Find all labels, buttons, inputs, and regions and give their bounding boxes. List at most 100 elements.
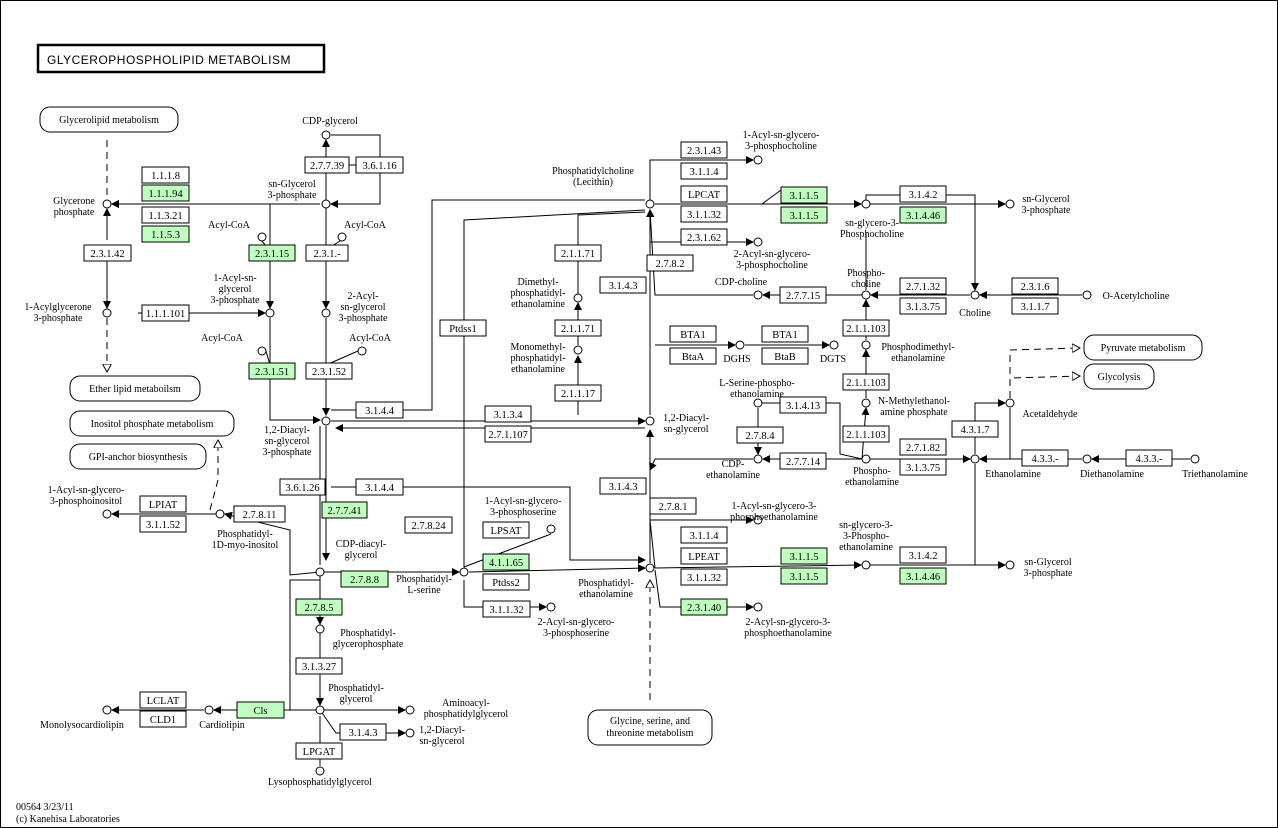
enzyme-3-1-1-32[interactable]: 3.1.1.32 — [482, 600, 531, 618]
compound-node[interactable] — [405, 728, 415, 738]
compound-node[interactable] — [645, 199, 655, 209]
compound-node[interactable] — [204, 705, 214, 715]
enzyme-3-1-1-4[interactable]: 3.1.1.4 — [680, 162, 728, 180]
enzyme-lpiat[interactable]: LPIAT — [139, 495, 187, 513]
enzyme-ptdss2[interactable]: Ptdss2 — [482, 573, 530, 591]
compound-node[interactable] — [315, 766, 325, 776]
compound-node[interactable] — [546, 524, 556, 534]
compound-node[interactable] — [861, 199, 871, 209]
enzyme-3-1-1-5[interactable]: 3.1.1.5 — [780, 547, 828, 565]
compound-node[interactable] — [861, 398, 871, 408]
compound-node[interactable] — [735, 340, 745, 350]
enzyme-2-3-1-62[interactable]: 2.3.1.62 — [680, 228, 728, 246]
enzyme-2-3-1-15[interactable]: 2.3.1.15 — [248, 244, 296, 262]
compound-node[interactable] — [1005, 199, 1015, 209]
compound-node[interactable] — [970, 454, 980, 464]
enzyme-3-1-1-32[interactable]: 3.1.1.32 — [680, 205, 728, 223]
compound-node[interactable] — [321, 130, 331, 140]
compound-node[interactable] — [102, 199, 112, 209]
compound-node[interactable] — [753, 237, 763, 247]
enzyme-lclat[interactable]: LCLAT — [139, 691, 187, 709]
enzyme-4-3-1-7[interactable]: 4.3.1.7 — [951, 420, 999, 438]
map-ether[interactable]: Ether lipid metaboilsm — [69, 375, 201, 402]
enzyme-2-7-8-4[interactable]: 2.7.8.4 — [736, 426, 784, 444]
enzyme-3-1-4-46[interactable]: 3.1.4.46 — [899, 206, 947, 224]
map-inositol[interactable]: Inositol phosphate metabolism — [69, 410, 235, 437]
enzyme-3-1-3-4[interactable]: 3.1.3.4 — [484, 405, 532, 423]
enzyme-2-1-1-17[interactable]: 2.1.1.17 — [554, 384, 602, 402]
enzyme-2-7-1-107[interactable]: 2.7.1.107 — [484, 425, 532, 443]
enzyme-3-1-4-3[interactable]: 3.1.4.3 — [599, 477, 647, 495]
map-glycerolipid[interactable]: Glycerolipid metabolism — [39, 106, 179, 133]
enzyme-cld1[interactable]: CLD1 — [139, 710, 187, 728]
compound-node[interactable] — [257, 232, 267, 242]
enzyme-3-1-3-75[interactable]: 3.1.3.75 — [899, 297, 947, 315]
enzyme-lpeat[interactable]: LPEAT — [680, 547, 728, 565]
enzyme-2-3-1-42[interactable]: 2.3.1.42 — [83, 244, 132, 262]
compound-node[interactable] — [1082, 454, 1092, 464]
compound-node[interactable] — [573, 293, 583, 303]
enzyme-3-1-1-5[interactable]: 3.1.1.5 — [780, 206, 828, 224]
enzyme-1-1-1-8[interactable]: 1.1.1.8 — [141, 166, 190, 184]
enzyme-2-3-1-52[interactable]: 2.3.1.52 — [305, 362, 353, 380]
enzyme-3-1-1-5[interactable]: 3.1.1.5 — [780, 567, 828, 585]
compound-node[interactable] — [315, 705, 325, 715]
enzyme-3-1-4-46[interactable]: 3.1.4.46 — [899, 567, 947, 585]
compound-node[interactable] — [861, 560, 871, 570]
compound-node[interactable] — [861, 340, 871, 350]
enzyme-2-7-8-1[interactable]: 2.7.8.1 — [649, 497, 697, 515]
compound-node[interactable] — [257, 346, 267, 356]
map-pyruvate[interactable]: Pyruvate metabolism — [1083, 334, 1203, 361]
compound-node[interactable] — [321, 416, 331, 426]
compound-node[interactable] — [337, 232, 347, 242]
enzyme-3-1-4-2[interactable]: 3.1.4.2 — [899, 185, 947, 203]
enzyme-2-1-1-71[interactable]: 2.1.1.71 — [554, 319, 602, 337]
enzyme-4-3-3--[interactable]: 4.3.3.- — [1021, 449, 1069, 467]
compound-node[interactable] — [215, 509, 225, 519]
enzyme-3-1-1-5[interactable]: 3.1.1.5 — [780, 186, 828, 204]
compound-node[interactable] — [970, 290, 980, 300]
enzyme-2-3-1-6[interactable]: 2.3.1.6 — [1011, 277, 1059, 295]
compound-node[interactable] — [315, 567, 325, 577]
enzyme-2-7-7-15[interactable]: 2.7.7.15 — [779, 286, 827, 304]
enzyme-bta1[interactable]: BTA1 — [669, 325, 717, 343]
compound-node[interactable] — [405, 705, 415, 715]
enzyme-2-3-1-43[interactable]: 2.3.1.43 — [680, 141, 728, 159]
compound-node[interactable] — [753, 290, 763, 300]
compound-node[interactable] — [357, 346, 367, 356]
enzyme-2-1-1-103[interactable]: 2.1.1.103 — [842, 425, 890, 443]
enzyme-bta1[interactable]: BTA1 — [761, 325, 809, 343]
compound-node[interactable] — [753, 515, 763, 525]
enzyme-4-3-3--[interactable]: 4.3.3.- — [1125, 449, 1173, 467]
enzyme-1-1-1-101[interactable]: 1.1.1.101 — [141, 304, 190, 322]
enzyme-2-1-1-103[interactable]: 2.1.1.103 — [842, 319, 890, 337]
enzyme-4-1-1-65[interactable]: 4.1.1.65 — [482, 553, 530, 571]
compound-node[interactable] — [1005, 398, 1015, 408]
enzyme-3-1-4-4[interactable]: 3.1.4.4 — [355, 478, 404, 496]
enzyme-2-1-1-103[interactable]: 2.1.1.103 — [842, 373, 890, 391]
enzyme-2-7-8-8[interactable]: 2.7.8.8 — [340, 570, 389, 588]
enzyme-2-7-8-2[interactable]: 2.7.8.2 — [646, 254, 694, 272]
compound-node[interactable] — [753, 398, 763, 408]
compound-node[interactable] — [753, 602, 763, 612]
enzyme-3-1-1-32[interactable]: 3.1.1.32 — [680, 568, 728, 586]
enzyme-2-3-1-40[interactable]: 2.3.1.40 — [680, 598, 728, 616]
compound-node[interactable] — [102, 308, 112, 318]
enzyme-2-7-1-82[interactable]: 2.7.1.82 — [899, 438, 947, 456]
enzyme-lpcat[interactable]: LPCAT — [680, 185, 728, 203]
compound-node[interactable] — [829, 340, 839, 350]
compound-node[interactable] — [102, 705, 112, 715]
compound-node[interactable] — [315, 624, 325, 634]
compound-node[interactable] — [573, 345, 583, 355]
enzyme-ptdss1[interactable]: Ptdss1 — [439, 319, 487, 337]
compound-node[interactable] — [753, 155, 763, 165]
compound-node[interactable] — [321, 308, 331, 318]
enzyme-3-1-3-75[interactable]: 3.1.3.75 — [899, 458, 947, 476]
enzyme-lpgat[interactable]: LPGAT — [295, 742, 343, 760]
compound-node[interactable] — [1190, 454, 1200, 464]
enzyme-3-1-1-4[interactable]: 3.1.1.4 — [680, 526, 728, 544]
enzyme-3-1-1-52[interactable]: 3.1.1.52 — [139, 515, 187, 533]
enzyme-btab[interactable]: BtaB — [761, 347, 809, 365]
enzyme-3-1-4-3[interactable]: 3.1.4.3 — [339, 723, 387, 741]
